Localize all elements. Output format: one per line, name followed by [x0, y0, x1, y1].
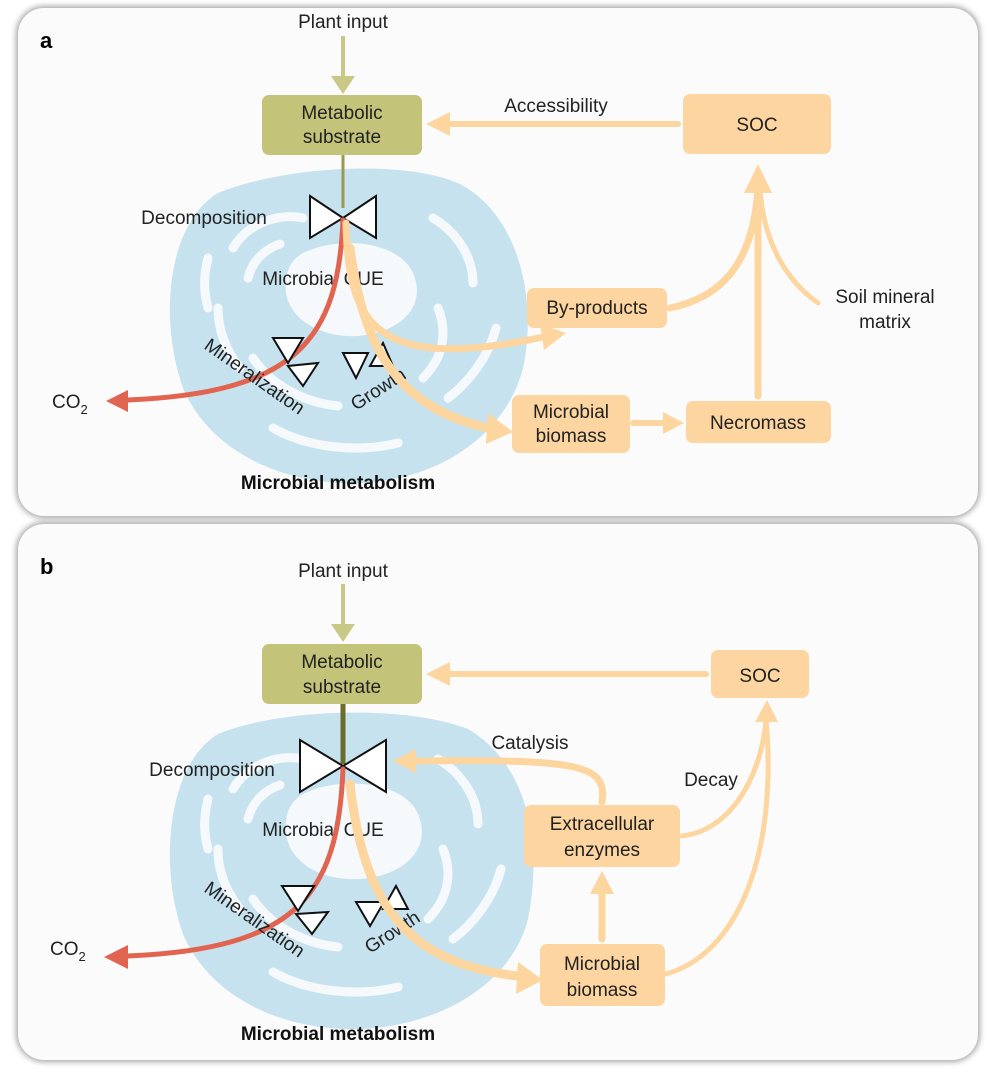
co2-label: CO2	[50, 939, 86, 964]
mineralization-valve-icon	[271, 337, 320, 388]
microbial-cue-label: Microbial CUE	[262, 820, 383, 841]
soc-input-arrowhead	[744, 164, 772, 193]
biomass-arrowhead	[486, 413, 513, 444]
catalysis-label: Catalysis	[491, 733, 568, 754]
soc-label: SOC	[739, 666, 780, 687]
panel-a-diagram: a Plant input Metabolic substrate SOC Ac…	[40, 12, 935, 494]
microbial-biomass-line2: biomass	[536, 426, 607, 447]
metabolic-substrate-line2: substrate	[303, 677, 381, 698]
panel-b-diagram: b Plant input Metabolic substrate SOC De…	[40, 554, 809, 1045]
cell-membranes	[200, 753, 506, 997]
necromass-label: Necromass	[710, 413, 806, 434]
microbial-biomass-line1: Microbial	[564, 954, 640, 975]
plant-input-label: Plant input	[298, 12, 389, 33]
accessibility-arrowhead	[426, 112, 450, 136]
by-products-box	[527, 288, 667, 328]
metabolic-substrate-box	[262, 95, 422, 155]
growth-valve-icon	[354, 883, 410, 928]
microbial-biomass-line2: biomass	[567, 980, 638, 1001]
plant-input-label: Plant input	[298, 561, 389, 582]
plant-input-arrowhead	[331, 624, 355, 642]
extracellular-enzymes-line2: enzymes	[564, 840, 640, 861]
microbial-biomass-line1: Microbial	[533, 402, 609, 423]
necromass-box	[686, 401, 831, 443]
decomposition-label: Decomposition	[149, 760, 275, 781]
soc-box	[711, 650, 809, 698]
biomass-arrowhead	[516, 962, 543, 994]
soc-box	[683, 94, 831, 154]
metabolic-substrate-line2: substrate	[303, 127, 381, 148]
microbial-cue-label: Microbial CUE	[262, 269, 383, 290]
microbial-biomass-box	[512, 395, 630, 453]
panel-b: b Plant input Metabolic substrate SOC De…	[18, 524, 978, 1060]
by-products-arrowhead	[540, 324, 566, 350]
panel-letter: b	[40, 554, 53, 579]
microbial-biomass-box	[540, 944, 665, 1006]
panel-a: a Plant input Metabolic substrate SOC Ac…	[18, 8, 978, 516]
by-products-label: By-products	[546, 298, 647, 319]
catalysis-arrowhead	[393, 749, 416, 773]
decay-label: Decay	[684, 770, 738, 791]
extracellular-enzymes-line1: Extracellular	[550, 814, 655, 835]
co2-label: CO2	[52, 392, 88, 417]
accessibility-label: Accessibility	[504, 96, 608, 117]
co2-arrowhead	[104, 945, 128, 969]
microbial-metabolism-label: Microbial metabolism	[241, 1024, 435, 1045]
soc-return-arrowhead	[426, 662, 450, 686]
metabolic-substrate-line1: Metabolic	[301, 652, 382, 673]
enzymes-arrowhead	[590, 871, 614, 894]
mineralization-valve-icon	[280, 885, 331, 936]
extracellular-enzymes-box	[524, 805, 680, 867]
necromass-arrowhead	[663, 412, 684, 434]
decomposition-label: Decomposition	[141, 208, 267, 229]
panel-letter: a	[40, 28, 53, 53]
soc-label: SOC	[736, 115, 777, 136]
plant-input-arrowhead	[331, 76, 355, 94]
decomposition-valve-icon	[299, 738, 387, 794]
metabolic-substrate-box	[262, 644, 422, 704]
cell-membranes	[200, 212, 501, 453]
metabolic-substrate-line1: Metabolic	[301, 103, 382, 124]
decay-arrowhead	[755, 700, 778, 722]
soil-mineral-line2: matrix	[859, 312, 911, 333]
soil-mineral-line1: Soil mineral	[835, 287, 934, 308]
co2-arrowhead	[106, 390, 128, 412]
decomposition-valve-icon	[309, 194, 377, 240]
microbial-metabolism-label: Microbial metabolism	[241, 473, 435, 494]
